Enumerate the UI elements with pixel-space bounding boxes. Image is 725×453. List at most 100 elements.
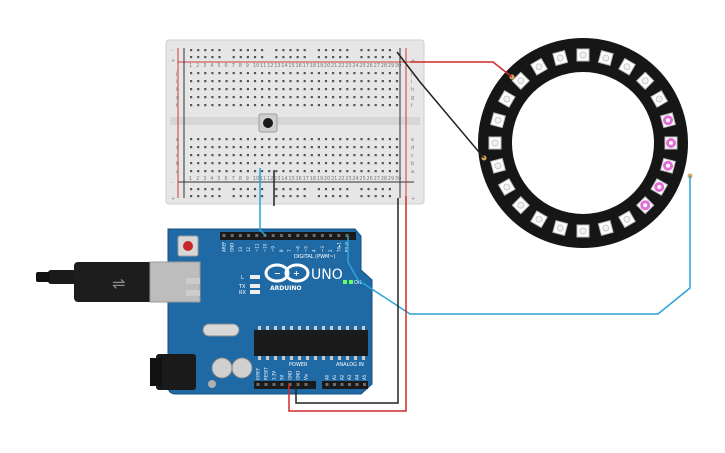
neopixel-led[interactable] [597,50,614,66]
terminal-hole[interactable] [197,146,200,149]
neopixel-led[interactable] [552,220,569,236]
terminal-hole[interactable] [374,72,377,75]
terminal-hole[interactable] [190,138,193,141]
terminal-hole[interactable] [367,154,370,157]
rail-hole[interactable] [275,188,278,191]
rail-hole[interactable] [346,195,349,198]
terminal-hole[interactable] [332,170,335,173]
terminal-hole[interactable] [339,146,342,149]
terminal-hole[interactable] [395,72,399,75]
terminal-hole[interactable] [246,104,249,107]
terminal-hole[interactable] [395,96,399,99]
wire-red-ring-power[interactable] [410,61,513,78]
terminal-hole[interactable] [296,138,299,141]
rail-hole[interactable] [211,56,214,59]
rail-hole[interactable] [282,195,285,198]
terminal-hole[interactable] [190,154,193,157]
terminal-hole[interactable] [275,104,278,107]
terminal-hole[interactable] [324,146,328,149]
terminal-hole[interactable] [289,146,292,149]
terminal-hole[interactable] [268,88,271,91]
rail-hole[interactable] [275,195,278,198]
terminal-hole[interactable] [381,138,384,141]
terminal-hole[interactable] [211,96,214,99]
terminal-hole[interactable] [360,146,363,149]
terminal-hole[interactable] [204,80,207,83]
terminal-hole[interactable] [239,104,242,107]
terminal-hole[interactable] [324,96,328,99]
terminal-hole[interactable] [360,138,363,141]
rail-hole[interactable] [339,56,342,59]
neopixel-ring[interactable] [478,38,693,248]
rail-hole[interactable] [246,195,249,198]
rail-hole[interactable] [296,56,299,59]
rail-hole[interactable] [381,188,384,191]
terminal-hole[interactable] [346,80,349,83]
terminal-hole[interactable] [239,72,242,75]
terminal-hole[interactable] [246,138,249,141]
terminal-hole[interactable] [317,80,320,83]
terminal-hole[interactable] [353,170,356,173]
terminal-hole[interactable] [395,80,399,83]
rail-hole[interactable] [232,56,235,59]
terminal-hole[interactable] [261,162,264,165]
terminal-hole[interactable] [211,170,214,173]
terminal-hole[interactable] [218,138,221,141]
terminal-hole[interactable] [246,162,249,165]
analog-pin-hole[interactable] [340,383,344,386]
rail-hole[interactable] [261,56,264,59]
neopixel-led[interactable] [530,57,548,76]
rail-hole[interactable] [332,49,335,52]
rail-hole[interactable] [324,195,328,198]
terminal-hole[interactable] [395,88,399,91]
terminal-hole[interactable] [317,88,320,91]
terminal-hole[interactable] [296,96,299,99]
rail-hole[interactable] [190,195,193,198]
power-pin-hole[interactable] [272,383,276,386]
terminal-hole[interactable] [346,146,349,149]
rail-hole[interactable] [360,56,363,59]
terminal-hole[interactable] [225,72,228,75]
rail-hole[interactable] [218,188,221,191]
terminal-hole[interactable] [218,72,221,75]
terminal-hole[interactable] [204,162,207,165]
terminal-hole[interactable] [197,162,200,165]
power-pin-hole[interactable] [280,383,284,386]
terminal-hole[interactable] [367,162,370,165]
terminal-hole[interactable] [339,104,342,107]
rail-hole[interactable] [204,188,207,191]
rail-hole[interactable] [332,188,335,191]
terminal-hole[interactable] [381,154,384,157]
rail-hole[interactable] [246,49,249,52]
terminal-hole[interactable] [253,154,257,157]
terminal-hole[interactable] [339,96,342,99]
terminal-hole[interactable] [197,104,200,107]
terminal-hole[interactable] [289,72,292,75]
rail-hole[interactable] [218,49,221,52]
terminal-hole[interactable] [395,154,399,157]
terminal-hole[interactable] [239,154,242,157]
digital-pin-hole[interactable] [230,234,234,237]
terminal-hole[interactable] [232,162,235,165]
reset-button[interactable] [183,241,193,251]
rail-hole[interactable] [332,195,335,198]
terminal-hole[interactable] [190,72,193,75]
rail-hole[interactable] [218,56,221,59]
neopixel-led[interactable] [490,157,506,174]
terminal-hole[interactable] [239,162,242,165]
terminal-hole[interactable] [388,88,391,91]
terminal-hole[interactable] [339,154,342,157]
terminal-hole[interactable] [232,88,235,91]
rail-hole[interactable] [197,49,200,52]
terminal-hole[interactable] [381,96,384,99]
terminal-hole[interactable] [268,80,271,83]
terminal-hole[interactable] [211,138,214,141]
rail-hole[interactable] [346,49,349,52]
rail-hole[interactable] [339,188,342,191]
terminal-hole[interactable] [232,154,235,157]
terminal-hole[interactable] [225,80,228,83]
rail-hole[interactable] [324,49,328,52]
terminal-hole[interactable] [218,146,221,149]
neopixel-led[interactable] [660,157,676,174]
terminal-hole[interactable] [275,96,278,99]
